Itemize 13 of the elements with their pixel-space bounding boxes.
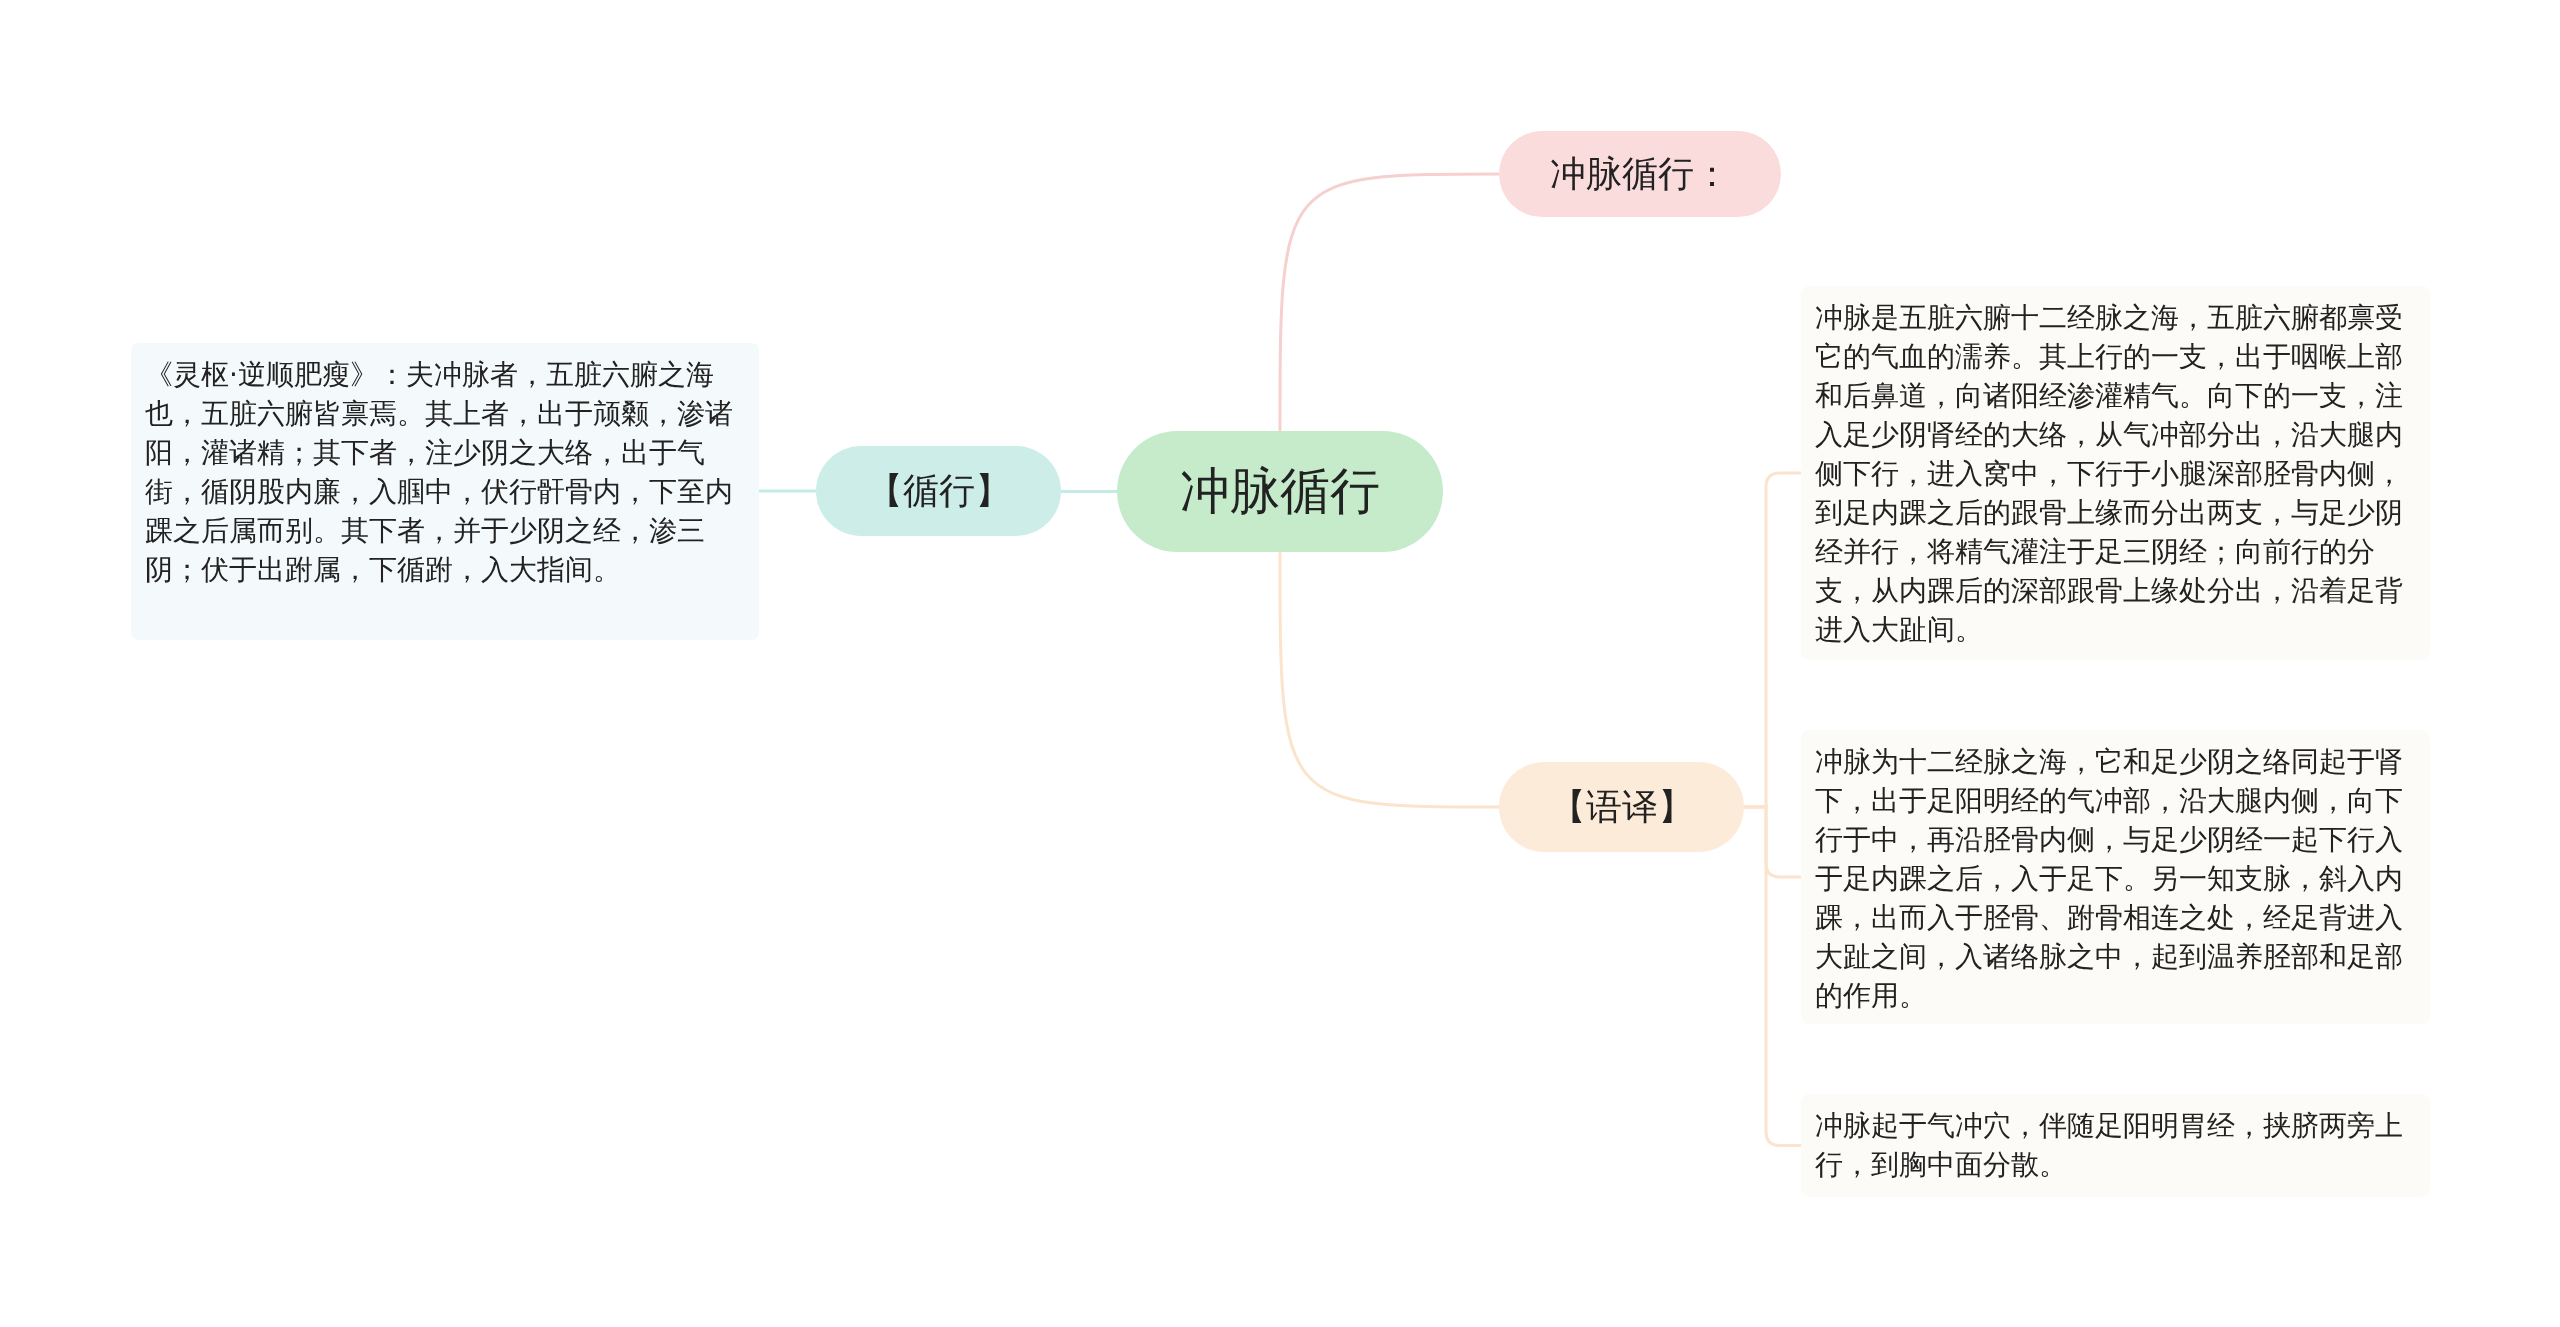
topic-pill: 【语译】 <box>1499 762 1744 852</box>
central-topic-pill: 冲脉循行 <box>1117 431 1443 552</box>
topic-pill: 冲脉循行： <box>1499 131 1781 217</box>
text-card: 冲脉起于气冲穴，伴随足阳明胃经，挟脐两旁上行，到胸中面分散。 <box>1801 1094 2430 1197</box>
connector-line <box>1061 490 1117 493</box>
connector-line <box>1278 172 1499 431</box>
text-card: 冲脉为十二经脉之海，它和足少阴之络同起于肾下，出于足阳明经的气冲部，沿大腿内侧，向下行于中，再沿胫骨内侧，与足少阴经一起下行入于足内踝之后，入于足下。另一知支脉，斜入内踝，出而入于胫骨、跗骨相连之处，经足背进入大趾之间，入诸络脉之中，起到温养胫部和足部的作用。 <box>1801 730 2430 1024</box>
topic-pill: 【循行】 <box>816 446 1061 536</box>
text-card: 冲脉是五脏六腑十二经脉之海，五脏六腑都禀受它的气血的濡养。其上行的一支，出于咽喉上部和后鼻道，向诸阳经渗灌精气。向下的一支，注入足少阴肾经的大络，从气冲部分出，沿大腿内侧下行，进入窝中，下行于小腿深部胫骨内侧，到足内踝之后的跟骨上缘而分出两支，与足少阴经并行，将精气灌注于足三阴经；向前行的分支，从内踝后的深部跟骨上缘处分出，沿着足背进入大趾间。 <box>1801 286 2430 660</box>
connector-line <box>1744 805 1801 1147</box>
text-card: 《灵枢·逆顺肥瘦》：夫冲脉者，五脏六腑之海也，五脏六腑皆禀焉。其上者，出于颃颡，渗诸阳，灌诸精；其下者，注少阴之大络，出于气街，循阴股内廉，入腘中，伏行骭骨内，下至内踝之后属而别。其下者，并于少阴之经，渗三阴；伏于出跗属，下循跗，入大指间。 <box>131 343 759 640</box>
connector-line <box>759 489 816 493</box>
connector-line <box>1278 552 1499 809</box>
